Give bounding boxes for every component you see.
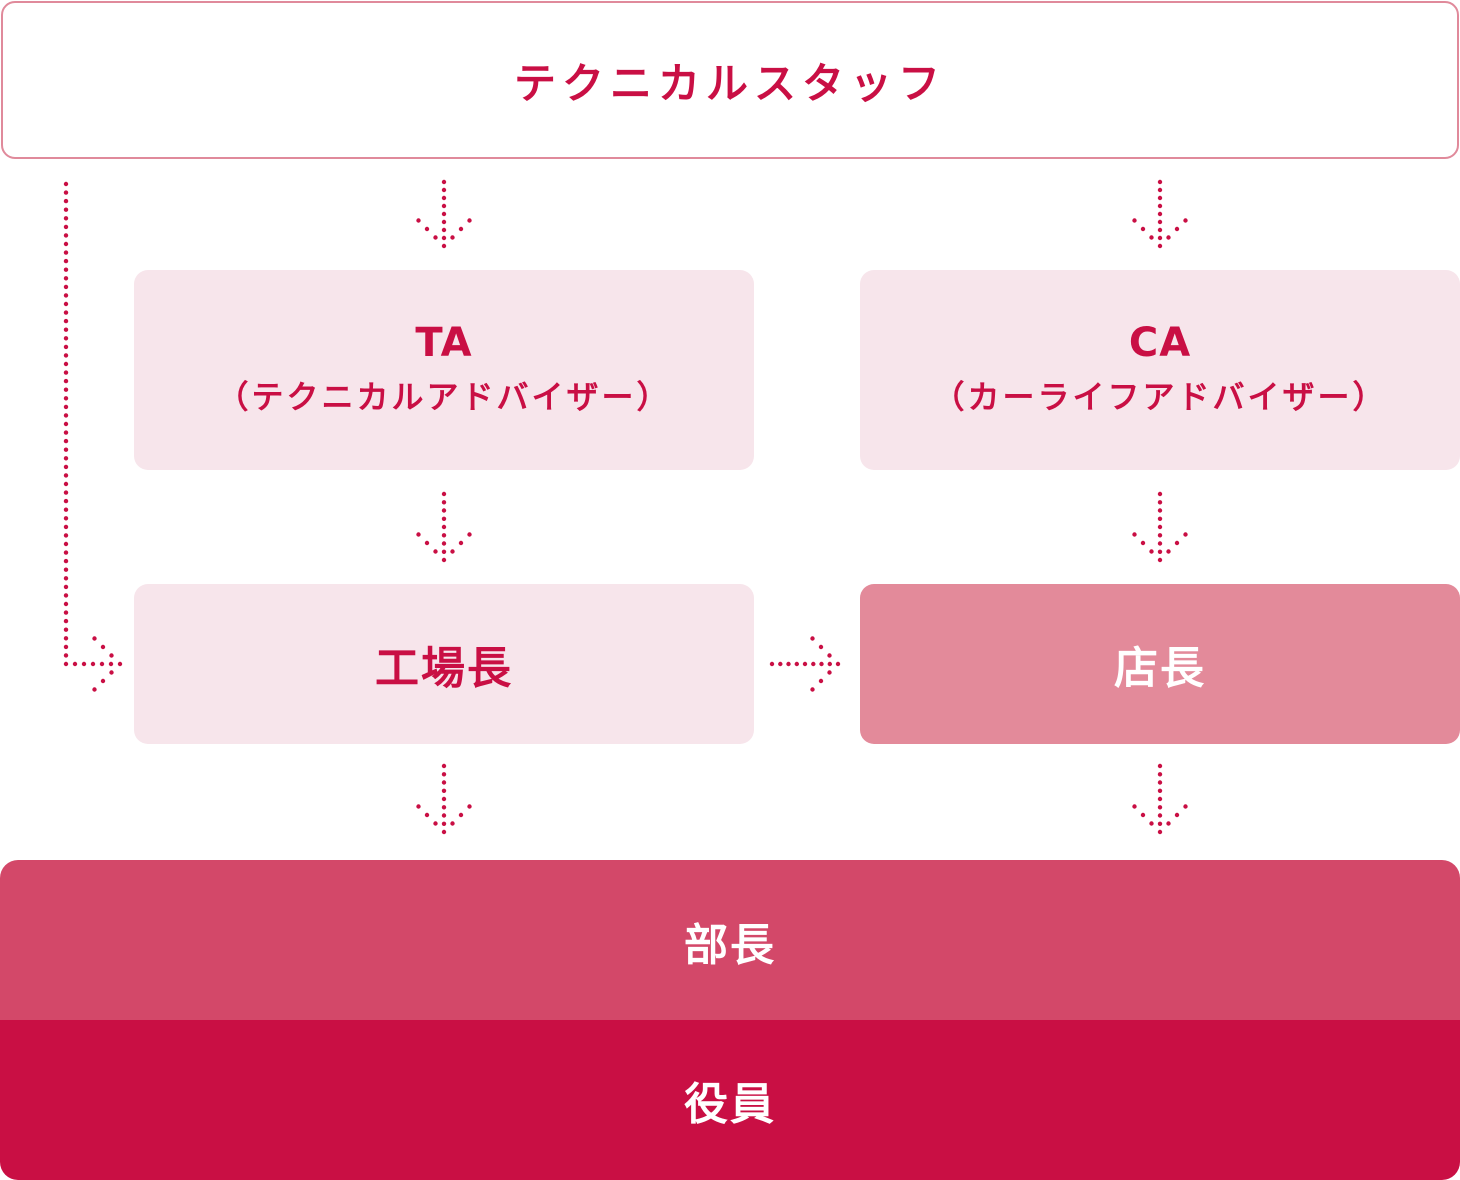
down-arrow-icon <box>1132 491 1188 563</box>
store-manager-box: 店長 <box>860 584 1460 744</box>
down-arrow-icon <box>416 763 472 835</box>
staff-to-factory-line <box>64 182 68 666</box>
down-arrow-icon <box>416 179 472 249</box>
right-arrow-icon <box>769 636 841 692</box>
ca-box: CA （カーライフアドバイザー） <box>860 270 1460 470</box>
executive-label: 役員 <box>684 1079 776 1130</box>
executive-box: 役員 <box>0 1020 1460 1180</box>
ta-box: TA （テクニカルアドバイザー） <box>134 270 754 470</box>
factory-manager-label: 工場長 <box>375 643 513 694</box>
down-arrow-icon <box>1132 763 1188 835</box>
general-manager-box: 部長 <box>0 860 1460 1022</box>
technical-staff-box: テクニカルスタッフ <box>1 1 1459 159</box>
technical-staff-label: テクニカルスタッフ <box>513 58 946 108</box>
down-arrow-icon <box>416 491 472 563</box>
down-arrow-icon <box>1132 179 1188 249</box>
factory-manager-box: 工場長 <box>134 584 754 744</box>
general-manager-label: 部長 <box>684 920 776 971</box>
right-arrow-icon <box>72 636 123 692</box>
ta-full-label: （テクニカルアドバイザー） <box>216 378 672 416</box>
store-manager-label: 店長 <box>1114 643 1206 694</box>
ta-abbr-label: TA <box>415 320 473 366</box>
ca-abbr-label: CA <box>1128 320 1192 366</box>
ca-full-label: （カーライフアドバイザー） <box>932 378 1388 416</box>
